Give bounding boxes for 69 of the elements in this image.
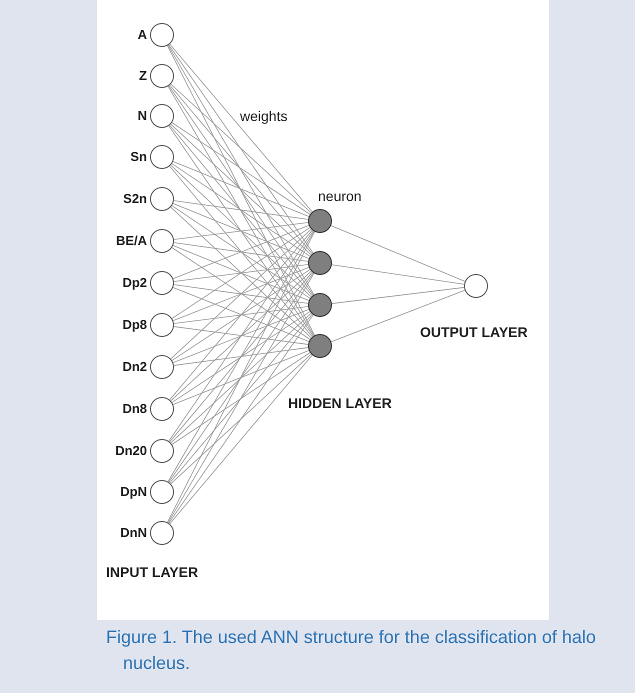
connection-line (172, 287, 310, 342)
input-label: Dp8 (122, 316, 147, 334)
input-label: N (138, 107, 147, 126)
connection-line (172, 227, 310, 319)
input-label: Z (139, 67, 147, 86)
connection-line (170, 206, 312, 338)
connection-line (172, 247, 310, 340)
input-label: Dn20 (115, 442, 147, 460)
connection-line (172, 350, 310, 405)
connection-line (332, 287, 464, 304)
connection-line (170, 228, 312, 360)
connection-line (173, 242, 309, 262)
connection-line (170, 164, 312, 298)
connection-line (172, 308, 310, 364)
figure-caption: Figure 1. The used ANN structure for the classification of halo nucleus. (106, 626, 597, 675)
connection-line (172, 122, 310, 215)
connection-line (172, 205, 310, 299)
layer-label: INPUT LAYER (106, 563, 198, 582)
connection-line (169, 354, 313, 524)
input-label: Dn8 (122, 400, 147, 418)
connection-line (172, 266, 310, 322)
connection-line (169, 166, 313, 338)
connection-line (172, 352, 310, 445)
connection-line (330, 225, 466, 282)
connection-line (330, 290, 466, 342)
layer-label: OUTPUT LAYER (420, 323, 528, 342)
connection-line (170, 124, 312, 256)
annotation-label: neuron (318, 187, 362, 206)
connection-line (174, 306, 308, 324)
connection-line (169, 314, 313, 484)
input-label: Dp2 (122, 274, 147, 292)
annotation-label: weights (240, 107, 288, 126)
connection-line (173, 284, 309, 304)
connection-line (168, 85, 314, 296)
connection-line (168, 272, 314, 483)
connection-line (169, 84, 313, 254)
connection-line (170, 354, 312, 484)
connection-line (172, 269, 310, 361)
input-label: A (138, 26, 147, 44)
input-label: Sn (130, 148, 147, 166)
connection-line (169, 272, 313, 442)
input-label: Dn2 (122, 358, 147, 376)
connection-line (172, 224, 310, 280)
connection-line (331, 264, 465, 285)
connection-line (168, 126, 314, 336)
connection-line (172, 161, 310, 217)
connection-line (169, 44, 313, 212)
connection-line (169, 124, 313, 296)
connection-line (170, 270, 312, 402)
connection-line (170, 84, 312, 214)
connection-line (172, 203, 310, 259)
connection-line (172, 245, 310, 301)
connection-line (174, 326, 308, 345)
layer-label: HIDDEN LAYER (288, 394, 392, 413)
connection-line (168, 230, 314, 442)
connection-line (172, 163, 310, 257)
connection-line (172, 311, 310, 403)
connection-line (174, 347, 308, 366)
connection-line (168, 314, 314, 524)
connection-line (168, 44, 314, 254)
input-label: BE/A (116, 232, 147, 250)
connection-line (170, 312, 312, 444)
connection-line (174, 222, 308, 240)
connection-line (169, 230, 313, 400)
connection-line (173, 200, 309, 220)
input-label: S2n (123, 190, 147, 208)
input-label: DpN (120, 483, 147, 502)
input-label: DnN (120, 524, 147, 542)
connection-line (174, 264, 308, 282)
